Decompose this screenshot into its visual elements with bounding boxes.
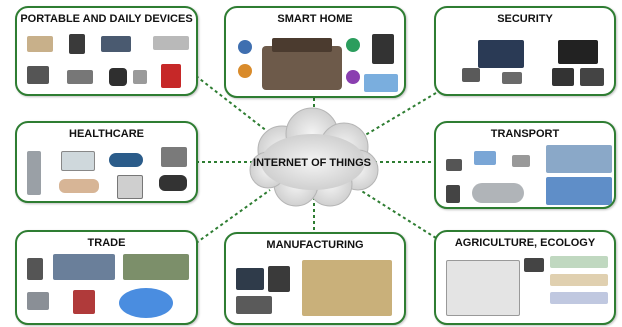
panel-title-transport: TRANSPORT [490, 128, 560, 140]
panel-healthcare: HEALTHCARE [15, 121, 198, 203]
store-image [53, 254, 115, 280]
house-image [262, 46, 342, 90]
smart-icon [346, 38, 360, 52]
device-thumbnail [446, 185, 460, 203]
transport-images [442, 145, 612, 205]
connector-agriculture [359, 189, 437, 239]
device-thumbnail [101, 36, 131, 52]
panel-trade: TRADE [15, 230, 198, 325]
device-thumbnail [236, 296, 272, 314]
panel-smart-home: SMART HOME [224, 6, 406, 98]
panel-portable: PORTABLE AND DAILY DEVICES [15, 6, 198, 96]
car-image [472, 183, 524, 203]
factory-image [302, 260, 392, 316]
manufacturing-images [232, 256, 398, 317]
device-thumbnail [61, 151, 95, 171]
device-thumbnail [27, 36, 53, 52]
panel-title-agriculture: AGRICULTURE, ECOLOGY [454, 237, 596, 249]
panel-title-security: SECURITY [497, 13, 553, 25]
portable-images [23, 30, 190, 88]
device-thumbnail [268, 266, 290, 292]
panel-agriculture: AGRICULTURE, ECOLOGY [434, 230, 616, 325]
device-thumbnail [59, 179, 99, 193]
device-thumbnail [462, 68, 480, 82]
device-thumbnail [161, 64, 181, 88]
agriculture-images [442, 254, 608, 317]
device-thumbnail [133, 70, 147, 84]
device-thumbnail [27, 66, 49, 84]
device-thumbnail [27, 292, 49, 310]
device-thumbnail [27, 151, 41, 195]
smart-icon [346, 70, 360, 84]
smart-home-images [232, 30, 398, 92]
device-thumbnail [27, 258, 43, 280]
device-thumbnail [446, 159, 462, 171]
panel-title-trade: TRADE [87, 237, 126, 249]
panel-manufacturing: MANUFACTURING [224, 232, 406, 325]
panel-title-healthcare: HEALTHCARE [69, 128, 144, 140]
device-thumbnail [580, 68, 604, 86]
smart-icon [238, 64, 252, 78]
device-thumbnail [364, 74, 398, 92]
device-thumbnail [117, 175, 143, 199]
icon-row [550, 292, 608, 304]
device-thumbnail [558, 40, 598, 64]
security-images [442, 30, 608, 88]
device-thumbnail [109, 153, 143, 167]
connector-security [361, 92, 437, 138]
device-thumbnail [73, 290, 95, 314]
connector-portable [195, 75, 273, 136]
store-image [123, 254, 189, 280]
device-thumbnail [512, 155, 530, 167]
panel-title-manufacturing: MANUFACTURING [266, 239, 364, 251]
map-image [546, 177, 612, 205]
panel-title-portable: PORTABLE AND DAILY DEVICES [20, 13, 193, 25]
device-thumbnail [474, 151, 496, 165]
device-thumbnail [159, 175, 187, 191]
panel-title-smart-home: SMART HOME [277, 13, 353, 25]
device-thumbnail [502, 72, 522, 84]
device-thumbnail [153, 36, 189, 50]
device-thumbnail [69, 34, 85, 54]
trade-images [23, 254, 190, 318]
panel-security: SECURITY [434, 6, 616, 96]
panel-transport: TRANSPORT [434, 121, 616, 209]
device-thumbnail [552, 68, 574, 86]
device-thumbnail [67, 70, 93, 84]
cloud-shape [249, 107, 379, 207]
device-thumbnail [236, 268, 264, 290]
house-roof [272, 38, 332, 52]
healthcare-images [23, 145, 190, 199]
icon-row [550, 274, 608, 286]
device-thumbnail [524, 258, 544, 272]
device-thumbnail [109, 68, 127, 86]
diagram-image [119, 288, 173, 318]
smart-icon [238, 40, 252, 54]
device-thumbnail [372, 34, 394, 64]
device-thumbnail [161, 147, 187, 167]
hub-label: INTERNET OF THINGS [253, 157, 371, 169]
road-image [546, 145, 612, 173]
icon-row [550, 256, 608, 268]
diagram-image [446, 260, 520, 316]
device-thumbnail [478, 40, 524, 68]
